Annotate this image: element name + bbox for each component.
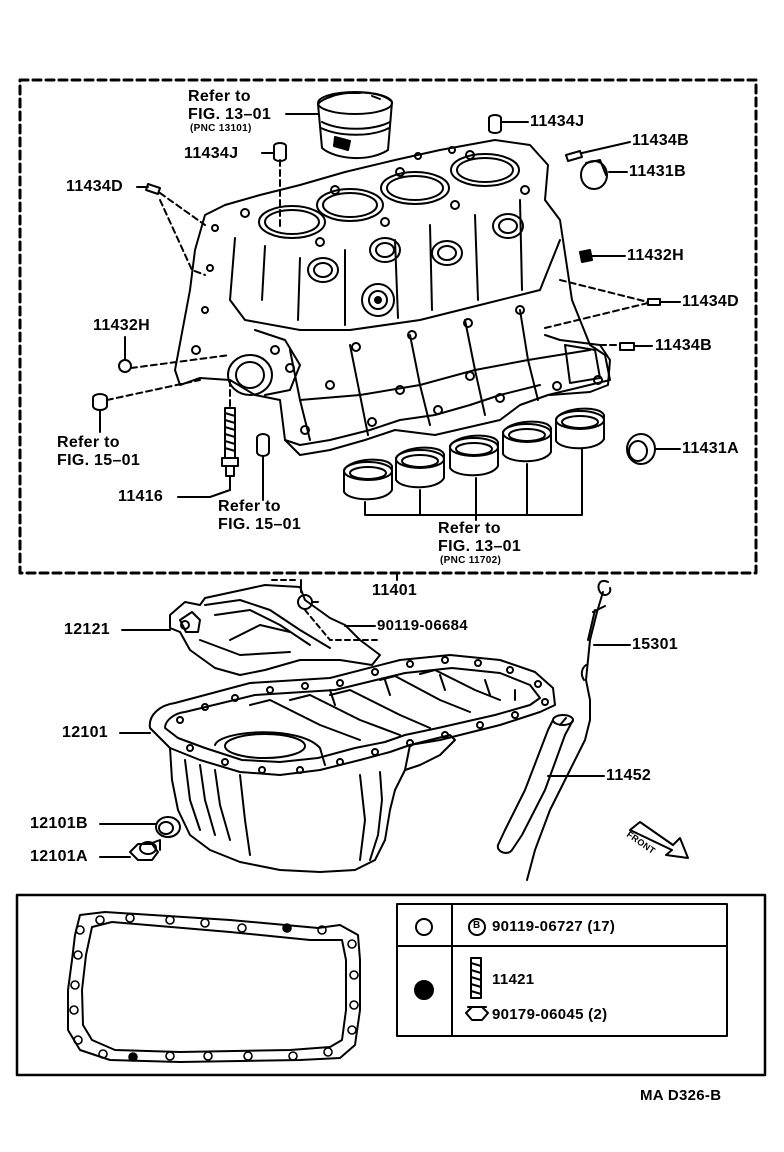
part-15301-dipstick [526,580,612,881]
legend-row2-stud: 11421 [492,971,535,988]
legend-nut-90179 [465,1006,489,1021]
part-11431a-plug [626,433,656,465]
legend-row2-nut: 90179-06045 (2) [492,1006,608,1023]
label-11452: 11452 [606,767,652,784]
label-11434d-right: 11434D [682,293,739,310]
part-12121-baffle-plate [169,584,381,676]
part-12101a-drain-plug [129,839,161,861]
legend-stud-11421 [470,957,482,999]
piston-reference-pnc: (PNC 13101) [190,123,252,134]
label-12121: 12121 [64,621,110,638]
main-bearing-set [343,407,605,501]
label-11434d-left: 11434D [66,178,123,195]
label-11432h-left: 11432H [93,317,150,334]
label-11434j-left: 11434J [184,145,239,162]
oil-pan-gasket-outline [67,911,361,1063]
label-12101: 12101 [62,724,108,741]
bearing-reference-line2: FIG. 13–01 [438,538,522,555]
gasket-bolt-holes [69,913,359,1062]
label-15301: 15301 [632,636,678,653]
gasket-legend-panel [15,893,767,1077]
label-11434j-top: 11434J [530,113,585,130]
part-11432h-plug-left [118,359,132,373]
part-11434b-pin-right [619,342,635,351]
legend-open-circle-symbol [415,918,433,936]
label-11432h-right: 11432H [627,247,684,264]
label-11434b-right: 11434B [655,337,712,354]
cylinder-block-illustration [174,139,611,456]
label-11401: 11401 [372,582,418,599]
block-assembly-boundary [18,78,758,575]
label-12101a: 12101A [30,848,88,865]
part-12101-oil-pan [148,654,556,873]
mid-reference-line2: FIG. 15–01 [218,516,302,533]
part-12101b-drain-gasket [155,816,181,838]
bearing-reference-pnc: (PNC 11702) [440,555,502,566]
part-11431b-plug [580,159,608,190]
part-11434d-pin-right [647,298,661,306]
label-11431b: 11431B [629,163,686,180]
left-reference-line1: Refer to [57,434,120,451]
part-11434b-pin [565,150,583,162]
bolt-legend-table [396,903,728,1037]
label-12101b: 12101B [30,815,88,832]
mid-reference-line1: Refer to [218,498,281,515]
legend-row1-part: 90119-06727 (17) [492,918,616,935]
legend-filled-circle-symbol [414,980,434,1000]
part-11432h-plug-right [579,249,593,263]
legend-b-mark: B [473,920,481,931]
part-11434j-pin [488,114,502,134]
label-11431a: 11431A [682,440,739,457]
part-11434j-pin-left [273,142,287,162]
part-dowel-middle [256,433,270,457]
label-11416: 11416 [118,488,164,505]
left-reference-line2: FIG. 15–01 [57,452,141,469]
piston-illustration [317,91,393,160]
label-11434b-top: 11434B [632,132,689,149]
part-dowel-left [92,393,108,411]
piston-reference-line1: Refer to [188,88,251,105]
label-90119-06684: 90119-06684 [377,617,468,634]
part-11452-dipstick-guide [496,714,574,854]
part-11416-stud [221,379,239,477]
front-direction-arrow [629,821,689,859]
bearing-reference-line1: Refer to [438,520,501,537]
piston-reference-line2: FIG. 13–01 [188,106,272,123]
bolt-b-marker-12121 [297,594,313,610]
legend-b-bolt-marker [468,918,486,936]
figure-code: MA D326-B [640,1087,722,1104]
part-11434d-pin-left [145,183,161,195]
